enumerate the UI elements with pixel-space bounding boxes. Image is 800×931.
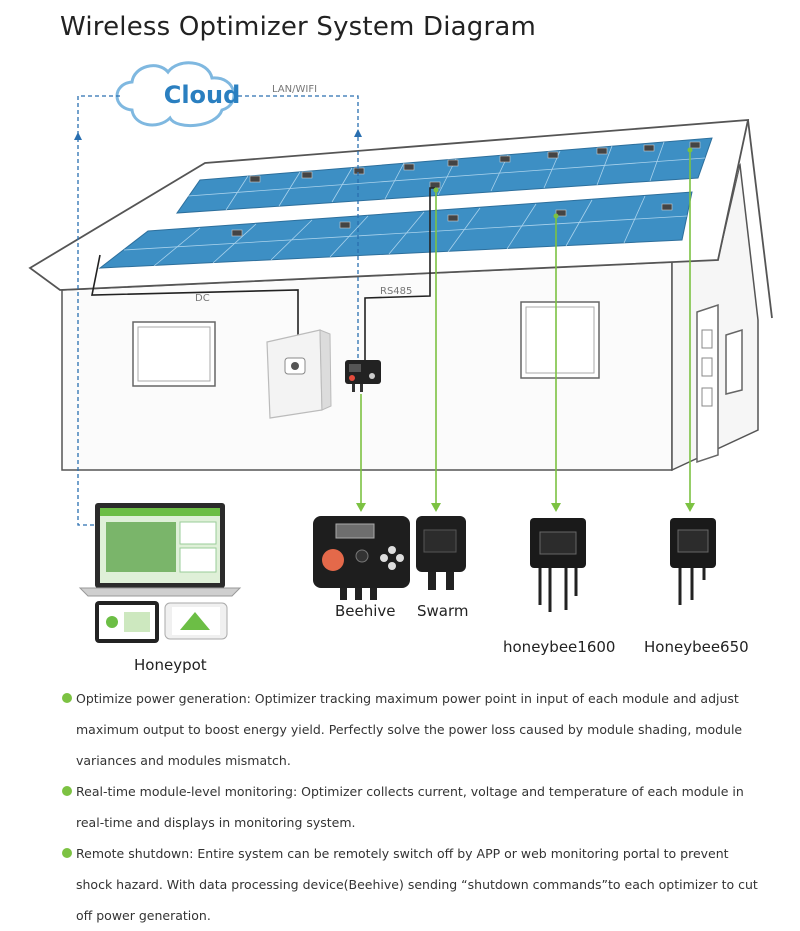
- feature-item: Real-time module-level monitoring: Optim…: [62, 776, 762, 838]
- diagram-title: Wireless Optimizer System Diagram: [60, 12, 537, 42]
- bullet-dot-icon: [62, 848, 72, 858]
- honeybee650-label: Honeybee650: [644, 638, 749, 656]
- wall-beehive-icon: [345, 360, 381, 392]
- beehive-label: Beehive: [335, 602, 396, 620]
- feature-text: Optimize power generation: Optimizer tra…: [76, 691, 743, 768]
- laptop-icon: [78, 503, 242, 597]
- window-left: [132, 321, 216, 387]
- honeybee1600-device-icon: [530, 518, 586, 612]
- feature-list: Optimize power generation: Optimizer tra…: [62, 683, 762, 931]
- honeybee1600-label: honeybee1600: [503, 638, 616, 656]
- lan-wifi-label: LAN/WIFI: [272, 84, 317, 95]
- cloud-to-honeypot-link: [77, 95, 120, 526]
- dc-label: DC: [195, 293, 210, 304]
- dc-cable: [91, 254, 299, 335]
- honeybee650-device-icon: [670, 518, 716, 605]
- feature-item: Optimize power generation: Optimizer tra…: [62, 683, 762, 776]
- solar-panels: [98, 137, 713, 269]
- panel-row-top: [175, 137, 713, 214]
- window-right: [520, 301, 600, 379]
- side-window: [725, 328, 743, 395]
- cloud-to-beehive-link: [238, 95, 359, 362]
- phone-icon: [164, 602, 228, 640]
- feature-item: Remote shutdown: Entire system can be re…: [62, 838, 762, 931]
- cloud-label: Cloud: [164, 81, 241, 109]
- beehive-device-icon: [313, 516, 410, 600]
- cloud-icon: [115, 61, 236, 128]
- rs485-cable: [364, 187, 435, 362]
- feature-text: Real-time module-level monitoring: Optim…: [76, 784, 744, 830]
- door: [696, 303, 719, 464]
- bullet-dot-icon: [62, 786, 72, 796]
- rs485-label: RS485: [380, 286, 412, 297]
- bullet-dot-icon: [62, 693, 72, 703]
- inverter-icon: [266, 329, 332, 419]
- tablet-icon: [95, 601, 159, 643]
- swarm-label: Swarm: [417, 602, 469, 620]
- swarm-device-icon: [416, 516, 466, 590]
- honeypot-label: Honeypot: [134, 656, 207, 674]
- feature-text: Remote shutdown: Entire system can be re…: [76, 846, 758, 923]
- panel-row-bottom: [98, 191, 693, 269]
- system-diagram: Cloud LAN/WIFI DC RS485: [28, 61, 773, 643]
